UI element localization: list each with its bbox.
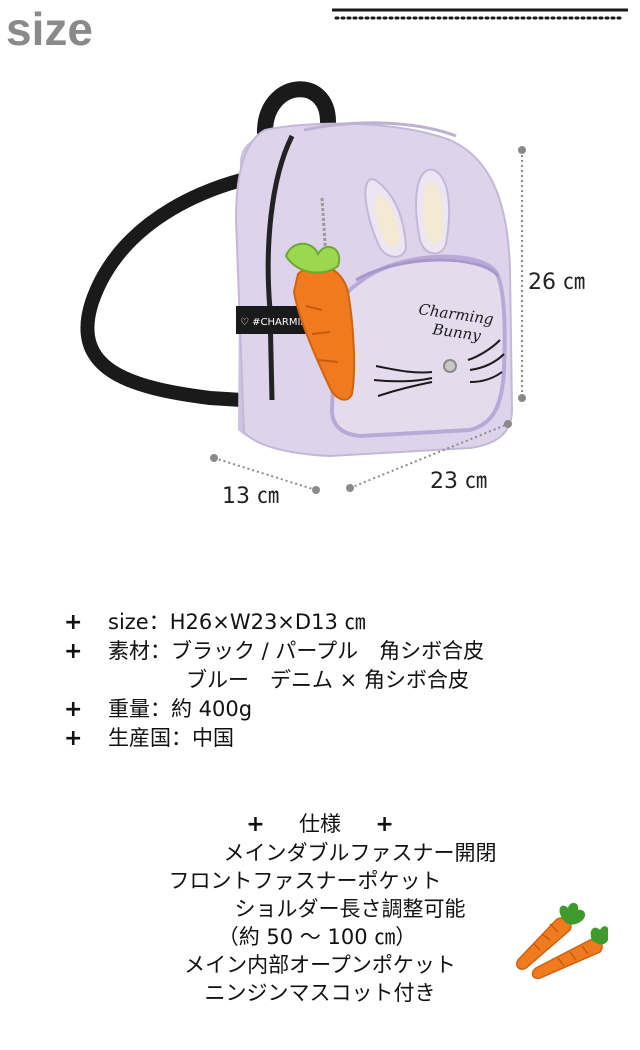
page-title: size [6,3,93,55]
nose-snap [443,359,457,373]
spec-text: 重量：約 400g [108,697,253,721]
shoulder-strap [80,163,299,407]
carrots-icon [515,902,608,980]
feature-line: （約 50 ～ 100 ㎝） [217,925,417,949]
plus-bullet: + [375,812,394,837]
spec-row-weight: + 重量：約 400g [60,695,600,724]
front-pocket [329,254,507,439]
plus-bullet: + [64,639,83,664]
main-zipper [265,134,295,401]
carrot-leaves [284,242,341,274]
strap-text: ♡ #CHARMIN [240,317,308,328]
plus-bullet: + [64,697,83,722]
plus-bullet: + [64,610,83,635]
spec-row-material: + 素材：ブラック / パープル 角シボ合皮 [60,637,600,666]
feature-line: フロントファスナーポケット [168,869,442,893]
spec-row-origin: + 生産国：中国 [60,724,600,753]
decorative-dotted-rule [332,8,628,20]
side-webbing [236,306,306,334]
top-handle [257,81,336,140]
feature-line: ショルダー長さ調整可能 [234,897,466,921]
dimension-width-label: 23 ㎝ [430,469,487,494]
spec-text: 生産国：中国 [108,726,234,750]
dimension-lines [210,146,526,494]
feature-line: メイン内部オープンポケット [184,953,456,977]
feature-list: + 仕様 + メインダブルファスナー開閉 フロントファスナーポケット ショルダー… [100,810,540,1007]
feature-heading-text: 仕様 [299,812,341,836]
plus-bullet: + [64,726,83,751]
dimension-height-label: 26 ㎝ [528,270,585,295]
spec-row-size: + size：H26×W23×D13 ㎝ [60,608,600,637]
feature-line: メインダブルファスナー開閉 [223,841,497,865]
plus-bullet: + [246,812,265,837]
spec-row-material-continuation: ブルー デニム × 角シボ合皮 [186,668,469,692]
backpack-illustration: ♡ #CHARMIN Charming Bunny [80,81,526,494]
feature-line: ニンジンマスコット付き [204,981,436,1005]
spec-text: size：H26×W23×D13 ㎝ [108,610,366,634]
dimension-depth-label: 13 ㎝ [222,484,279,509]
spec-list: + size：H26×W23×D13 ㎝ + 素材：ブラック / パープル 角シ… [60,608,600,753]
spec-text: 素材：ブラック / パープル 角シボ合皮 [108,639,485,663]
feature-heading: + 仕様 + [100,810,540,839]
